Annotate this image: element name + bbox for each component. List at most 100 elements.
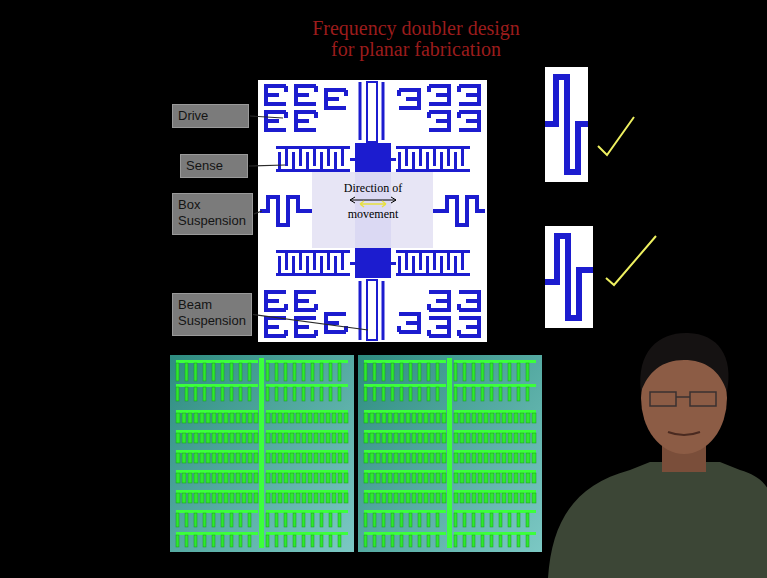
comb-finger xyxy=(334,256,337,276)
comb-finger xyxy=(442,473,446,483)
comb-bar xyxy=(364,430,446,433)
comb-finger xyxy=(418,387,421,401)
comb-finger xyxy=(478,413,482,423)
beam-anchor xyxy=(367,82,377,142)
comb-finger xyxy=(332,453,336,463)
comb-finger xyxy=(430,473,434,483)
comb-finger xyxy=(338,363,341,381)
comb-finger xyxy=(427,387,430,401)
comb-finger xyxy=(447,146,450,166)
comb-finger xyxy=(430,453,434,463)
comb-finger xyxy=(463,387,466,401)
comb-finger xyxy=(391,387,394,401)
comb-bar xyxy=(266,410,348,413)
mems-structure xyxy=(260,82,485,340)
comb-finger xyxy=(424,473,428,483)
comb-finger xyxy=(221,513,224,527)
comb-finger xyxy=(364,363,367,381)
comb-finger xyxy=(427,535,430,547)
fabricated-device-image xyxy=(170,355,354,552)
comb-finger xyxy=(278,256,281,276)
center-spine xyxy=(259,358,264,548)
comb-finger xyxy=(364,513,367,527)
comb-finger xyxy=(472,433,476,443)
comb-finger xyxy=(338,433,342,443)
comb-finger xyxy=(454,453,458,463)
beam-anchor xyxy=(367,280,377,340)
drive-spring xyxy=(399,90,419,108)
comb-finger xyxy=(508,433,512,443)
comb-finger xyxy=(364,493,368,503)
comb-bar xyxy=(176,410,258,413)
leader-line xyxy=(253,315,368,331)
comb-finger xyxy=(418,433,422,443)
comb-finger xyxy=(526,413,530,423)
comb-finger xyxy=(370,453,374,463)
comb-finger xyxy=(338,473,342,483)
comb-finger xyxy=(508,535,511,547)
leader-line xyxy=(249,165,285,166)
comb-finger xyxy=(329,513,332,527)
comb-finger xyxy=(302,493,306,503)
comb-finger xyxy=(200,473,204,483)
comb-finger xyxy=(376,413,380,423)
hair xyxy=(640,333,728,392)
comb-finger xyxy=(188,413,192,423)
comb-finger xyxy=(200,413,204,423)
comb-link xyxy=(350,158,396,161)
comb-finger xyxy=(463,513,466,527)
comb-bar xyxy=(364,532,446,535)
comb-finger xyxy=(454,493,458,503)
comb-finger xyxy=(218,493,222,503)
comb-finger xyxy=(490,413,494,423)
drive-spring xyxy=(459,292,479,310)
comb-finger xyxy=(481,387,484,401)
comb-finger xyxy=(409,535,412,547)
comb-bar xyxy=(364,410,446,413)
comb-finger xyxy=(466,413,470,423)
comb-finger xyxy=(230,387,233,401)
comb-finger xyxy=(308,413,312,423)
comb-bar xyxy=(364,360,446,363)
comb-finger xyxy=(320,433,324,443)
comb-finger xyxy=(320,387,323,401)
drive-spring xyxy=(429,86,449,104)
comb-finger xyxy=(185,535,188,547)
comb-finger xyxy=(272,473,276,483)
comb-finger xyxy=(376,453,380,463)
comb-finger xyxy=(481,363,484,381)
comb-finger xyxy=(320,453,324,463)
comb-finger xyxy=(299,146,302,166)
comb-finger xyxy=(436,535,439,547)
comb-bar xyxy=(454,510,536,513)
comb-finger xyxy=(490,363,493,381)
folded-spring xyxy=(545,77,588,172)
drive-spring xyxy=(429,318,449,336)
comb-finger xyxy=(236,473,240,483)
image-ground xyxy=(170,355,354,552)
drive-spring xyxy=(429,292,449,310)
comb-finger xyxy=(370,433,374,443)
comb-finger xyxy=(472,453,476,463)
comb-finger xyxy=(418,535,421,547)
movement-arrow xyxy=(350,197,396,203)
comb-finger xyxy=(454,256,457,276)
comb-finger xyxy=(391,513,394,527)
callout-text: Drive xyxy=(178,108,208,124)
comb-finger xyxy=(412,256,415,276)
drive-spring xyxy=(399,314,419,332)
drive-spring xyxy=(459,318,479,336)
comb-finger xyxy=(334,152,337,172)
comb-finger xyxy=(332,433,336,443)
comb-finger xyxy=(412,493,416,503)
comb-finger xyxy=(224,433,228,443)
comb-finger xyxy=(329,535,332,547)
comb-finger xyxy=(490,453,494,463)
comb-finger xyxy=(382,535,385,547)
comb-finger xyxy=(284,535,287,547)
comb-finger xyxy=(499,535,502,547)
comb-finger xyxy=(454,473,458,483)
comb-finger xyxy=(248,363,251,381)
comb-finger xyxy=(436,473,440,483)
comb-finger xyxy=(382,433,386,443)
